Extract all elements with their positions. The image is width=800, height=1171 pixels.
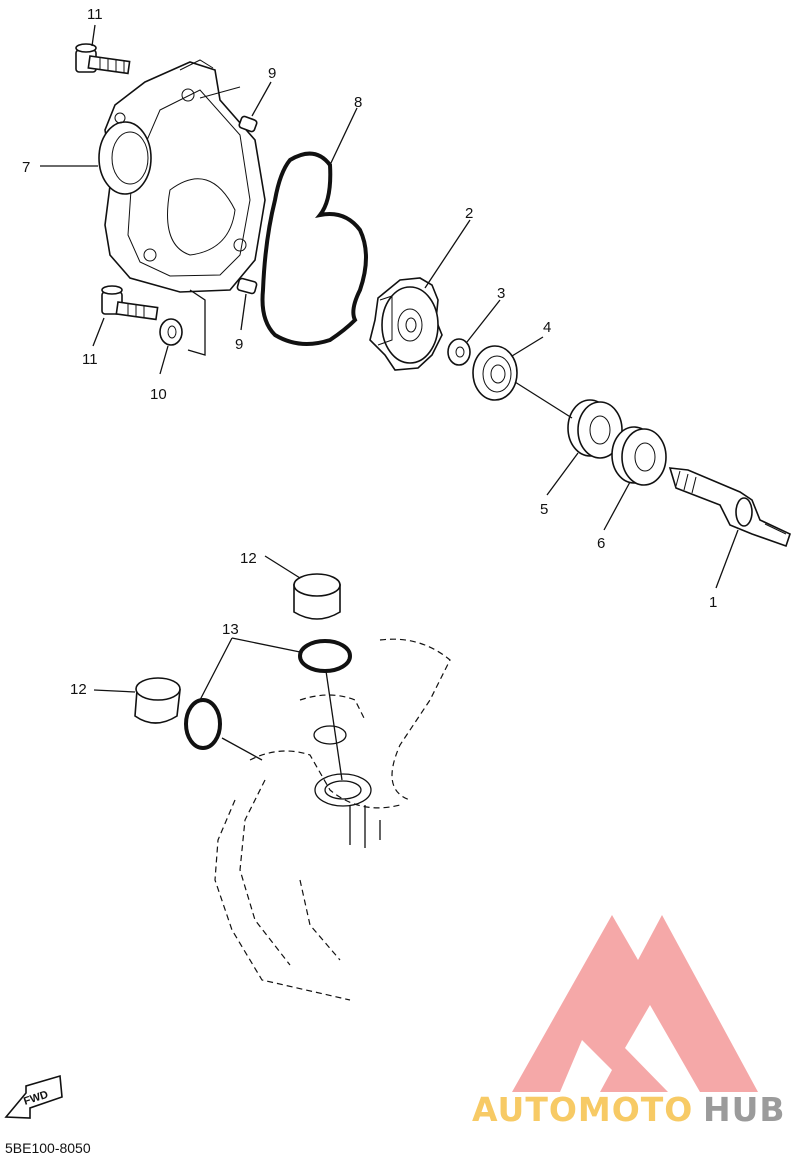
callout-5: 5 bbox=[540, 501, 548, 518]
callout-4: 4 bbox=[543, 319, 551, 336]
part-12-collar-top bbox=[293, 573, 341, 620]
part-11-bolt-top bbox=[75, 43, 131, 75]
part-6-bearing bbox=[611, 426, 667, 486]
part-7-pump-housing bbox=[98, 59, 266, 293]
fwd-arrow: FWD bbox=[4, 1074, 63, 1119]
callout-11-bottom: 11 bbox=[82, 351, 98, 368]
fwd-arrow-icon bbox=[4, 1074, 63, 1119]
crankcase-outline bbox=[214, 638, 451, 1001]
part-9-dowel-pin-top bbox=[238, 115, 258, 133]
callout-11-top: 11 bbox=[87, 6, 103, 23]
part-12-collar-left bbox=[134, 677, 181, 724]
callout-1: 1 bbox=[709, 594, 717, 611]
callout-10: 10 bbox=[150, 386, 167, 403]
callout-7: 7 bbox=[22, 159, 30, 176]
part-13-o-ring-left bbox=[184, 698, 222, 750]
part-4-oil-seal bbox=[472, 345, 518, 401]
part-10-washer bbox=[159, 318, 183, 346]
callout-2: 2 bbox=[465, 205, 473, 222]
watermark-text-hub: HUB bbox=[703, 1090, 786, 1129]
callout-9-bottom: 9 bbox=[235, 336, 243, 353]
watermark-text-auto: AUTOMOTO bbox=[472, 1090, 693, 1129]
watermark-triangle bbox=[512, 915, 758, 1092]
callout-8: 8 bbox=[354, 94, 362, 111]
callout-labels: 11 9 8 7 2 3 4 9 11 10 5 6 1 12 13 12 bbox=[22, 6, 717, 698]
part-2-impeller bbox=[369, 277, 443, 371]
part-8-gasket bbox=[260, 151, 368, 346]
leader-lines bbox=[40, 24, 739, 781]
watermark-logo: AUTOMOTO HUB bbox=[472, 915, 786, 1129]
part-5-bearing bbox=[567, 399, 623, 459]
callout-12-left: 12 bbox=[70, 681, 87, 698]
part-9-dowel-pin-bottom bbox=[236, 277, 258, 295]
part-13-o-ring-top bbox=[298, 639, 352, 673]
callout-6: 6 bbox=[597, 535, 605, 552]
part-11-bolt-bottom bbox=[101, 285, 159, 321]
callout-9-top: 9 bbox=[268, 65, 276, 82]
part-3-washer bbox=[447, 338, 471, 366]
diagram-code: 5BE100-8050 bbox=[5, 1140, 91, 1156]
part-1-impeller-shaft bbox=[668, 467, 791, 548]
callout-12-top: 12 bbox=[240, 550, 257, 567]
callout-13: 13 bbox=[222, 621, 239, 638]
callout-3: 3 bbox=[497, 285, 505, 302]
